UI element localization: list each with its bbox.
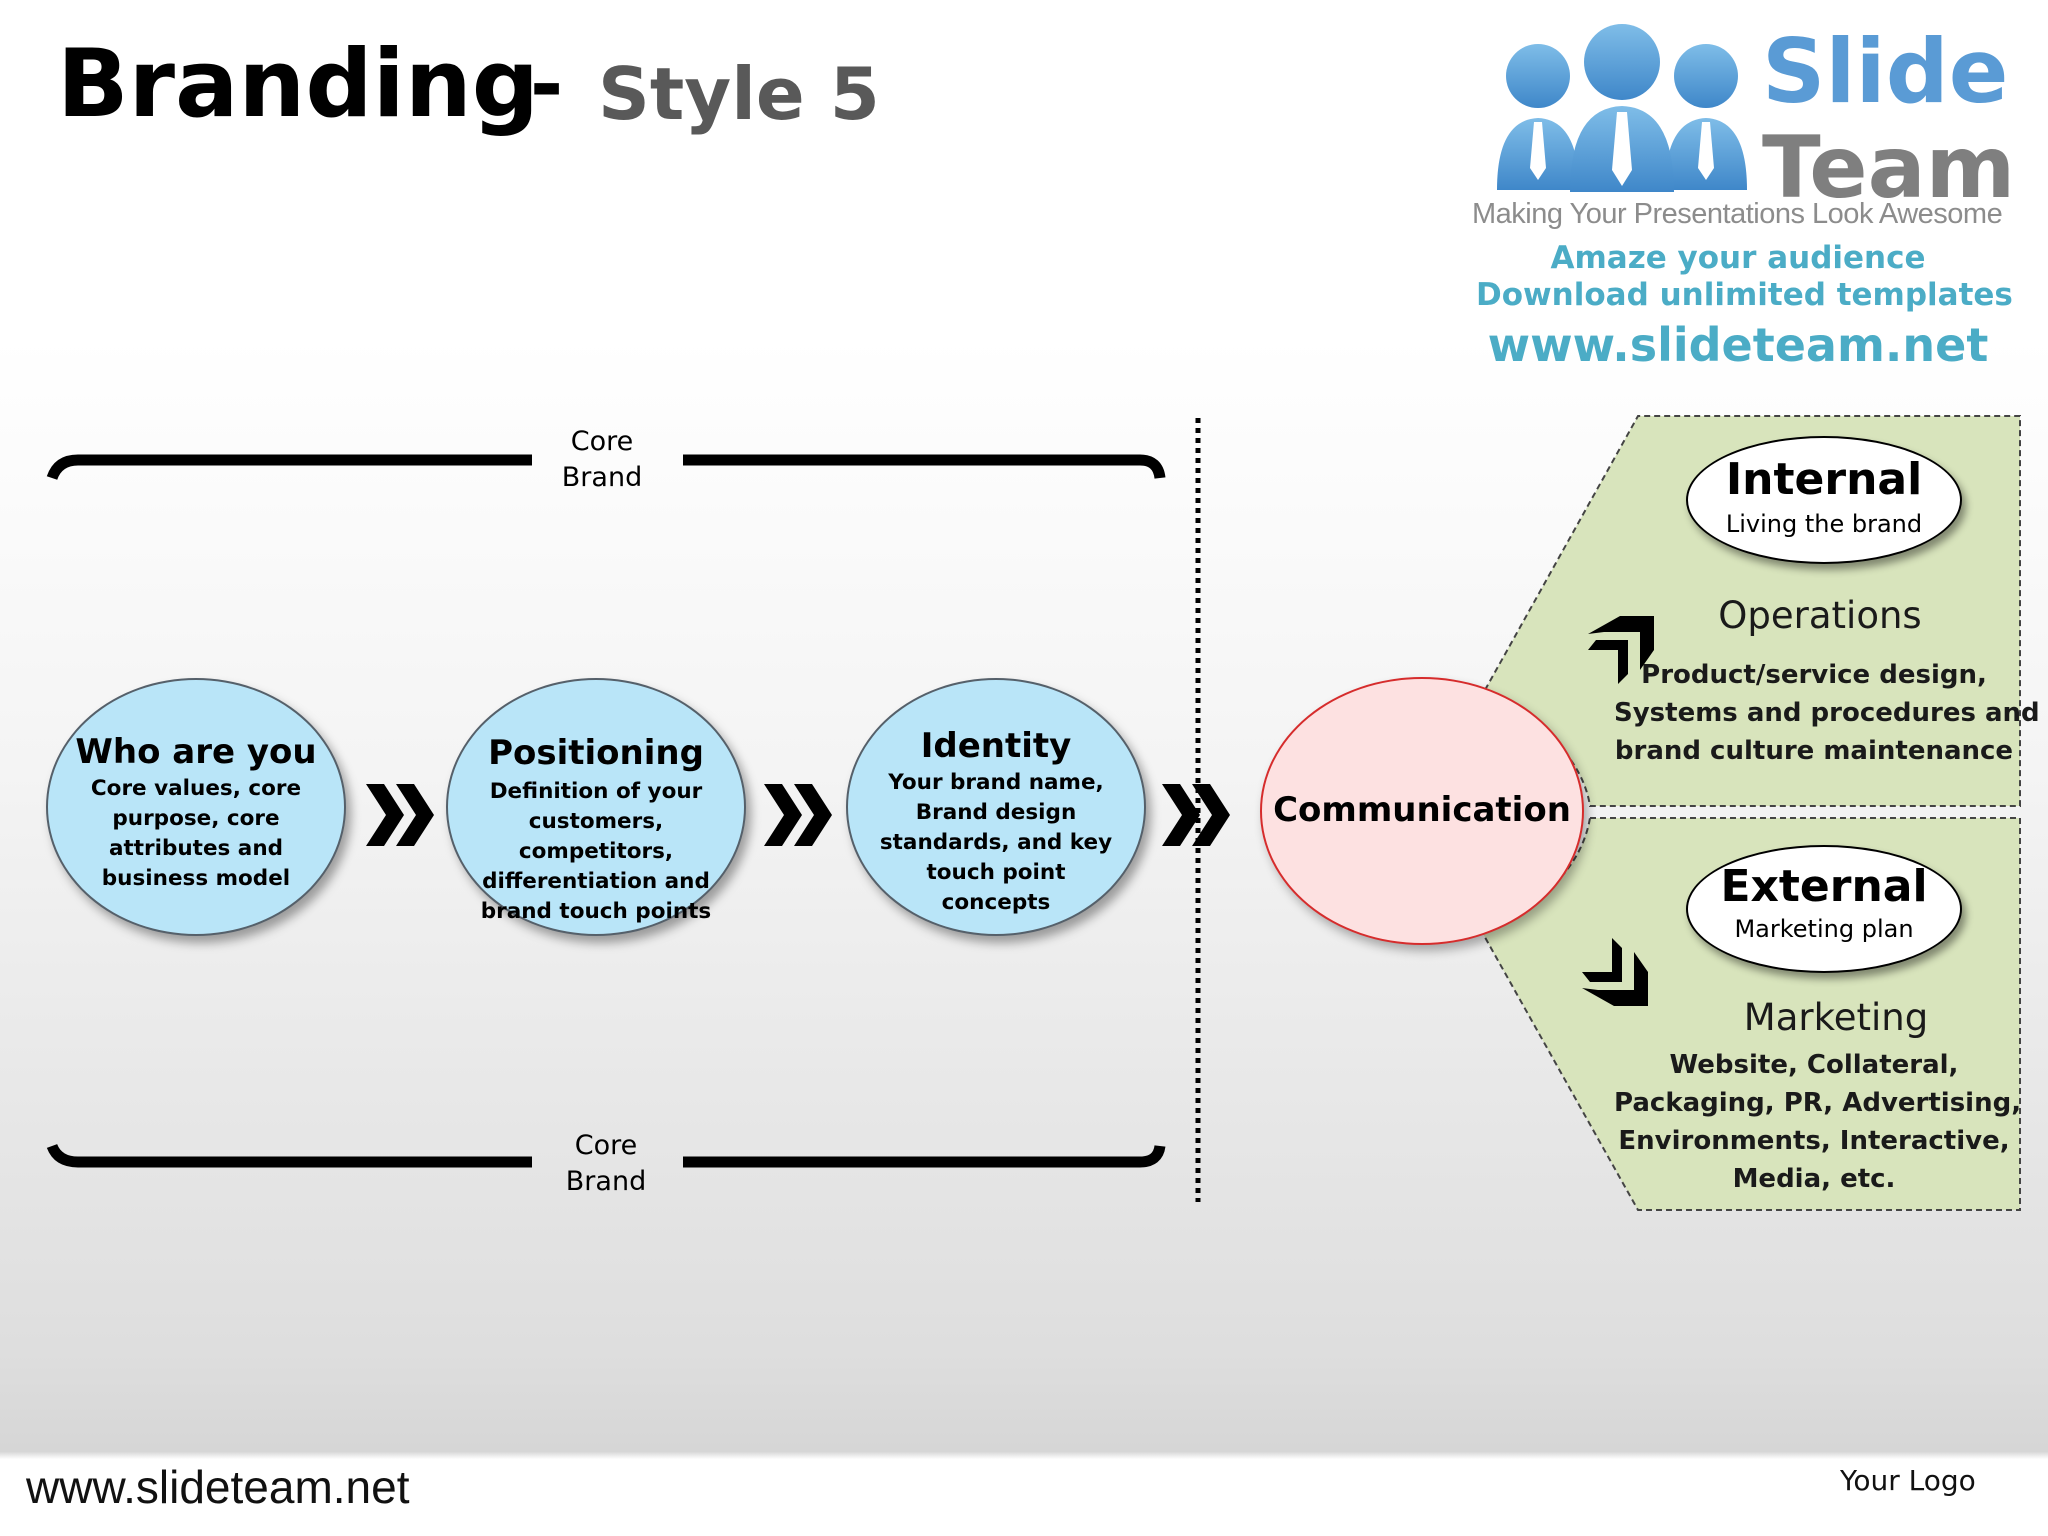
- operations-body-line: Systems and procedures and: [1614, 698, 2040, 728]
- internal-oval: Internal Living the brand: [1686, 436, 1962, 564]
- double-chevron-right-icon: [1162, 784, 1230, 846]
- footer-url: www.slideteam.net: [26, 1461, 410, 1513]
- internal-subtitle: Living the brand: [1725, 510, 1923, 538]
- core-brand-bottom-bracket-right: [683, 1144, 1166, 1168]
- operations-body-line: Product/service design,: [1641, 660, 1987, 690]
- double-chevron-right-icon: [366, 784, 434, 846]
- footer-logo-placeholder: Your Logo: [1840, 1464, 1976, 1497]
- communication-label: Communication: [1273, 790, 1571, 830]
- operations-body-line: brand culture maintenance: [1614, 736, 2014, 766]
- external-oval: External Marketing plan: [1686, 845, 1962, 973]
- operations-body: Product/service design, Systems and proc…: [1614, 656, 2040, 770]
- step-title: Identity: [920, 726, 1072, 766]
- step-body: Your brand name, Brand design standards,…: [879, 770, 1113, 915]
- corner-arrow-down-icon: [1582, 938, 1648, 1006]
- step-body: Definition of your customers, competitor…: [480, 779, 712, 924]
- logo-word-slide: Slide: [1762, 20, 2009, 123]
- operations-heading: Operations: [1718, 594, 1922, 637]
- corner-arrow-up-icon: [1588, 616, 1654, 684]
- internal-title: Internal: [1725, 454, 1923, 505]
- title-separator: -: [530, 38, 564, 131]
- core-brand-bottom-bracket-left: [46, 1143, 532, 1168]
- double-chevron-right-icon: [764, 784, 832, 846]
- step-body: Core values, core purpose, core attribut…: [90, 776, 302, 891]
- core-brand-bottom-label: Core Brand: [565, 1130, 647, 1197]
- marketing-body-line: Media, etc.: [1732, 1164, 1896, 1194]
- marketing-body-line: Environments, Interactive,: [1618, 1126, 2010, 1156]
- promo-line-2: Download unlimited templates: [1476, 277, 2013, 313]
- step-title: Who are you: [75, 732, 317, 772]
- marketing-body: Website, Collateral, Packaging, PR, Adve…: [1614, 1046, 2022, 1198]
- step-circle-identity: Identity Your brand name, Brand design s…: [846, 678, 1146, 936]
- logo-word-team: Team: [1762, 118, 2016, 218]
- step-circle-who-are-you: Who are you Core values, core purpose, c…: [46, 678, 346, 936]
- external-title: External: [1720, 861, 1928, 912]
- logo-tagline: Making Your Presentations Look Awesome: [1472, 198, 2003, 230]
- slide-subtitle: Style 5: [598, 52, 880, 136]
- slide-title: Branding: [57, 30, 540, 139]
- promo-line-1: Amaze your audience: [1550, 240, 1926, 276]
- marketing-heading: Marketing: [1743, 996, 1929, 1039]
- core-brand-top-bracket-left: [46, 454, 532, 481]
- core-brand-top-bracket-right: [683, 454, 1166, 479]
- step-title: Positioning: [488, 733, 704, 773]
- step-circle-positioning: Positioning Definition of your customers…: [446, 678, 746, 936]
- marketing-body-line: Packaging, PR, Advertising,: [1614, 1088, 2022, 1118]
- marketing-body-line: Website, Collateral,: [1669, 1050, 1959, 1080]
- promo-url: www.slideteam.net: [1487, 318, 1989, 372]
- communication-circle: [1260, 677, 1584, 945]
- people-logo-icon: [1497, 24, 1747, 192]
- external-subtitle: Marketing plan: [1734, 915, 1914, 943]
- core-brand-top-label: Core Brand: [561, 426, 643, 493]
